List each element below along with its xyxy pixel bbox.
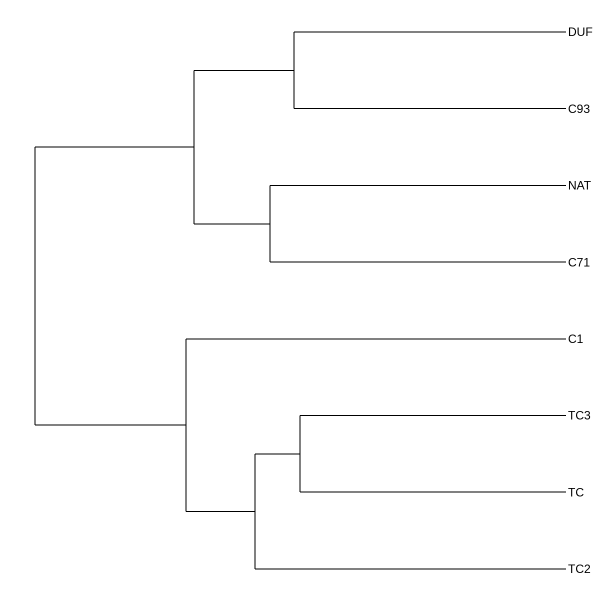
- leaf-label-c1: C1: [568, 332, 584, 346]
- leaf-label-nat: NAT: [568, 179, 592, 193]
- leaf-label-tc: TC: [568, 485, 584, 499]
- leaf-label-c93: C93: [568, 102, 590, 116]
- leaf-label-tc3: TC3: [568, 409, 591, 423]
- leaf-label-tc2: TC2: [568, 562, 591, 576]
- leaf-label-duf: DUF: [568, 25, 593, 39]
- leaf-label-c71: C71: [568, 255, 590, 269]
- dendrogram-branches: [34, 31, 566, 570]
